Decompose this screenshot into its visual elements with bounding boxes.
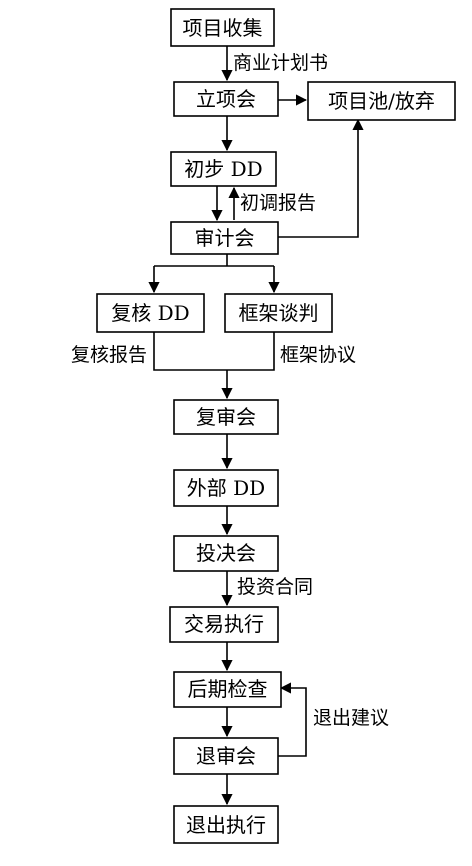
node-pool: 项目池/放弃 bbox=[307, 81, 456, 121]
edge-merge bbox=[153, 332, 275, 371]
node-post-inspection: 后期检查 bbox=[173, 671, 282, 708]
node-exit-review: 退审会 bbox=[173, 737, 279, 775]
edge-label-framework-agreement: 框架协议 bbox=[280, 344, 356, 366]
node-execution: 交易执行 bbox=[169, 606, 279, 643]
node-prelim-dd-label: 初步 DD bbox=[184, 157, 262, 181]
edge-label-prelim-report: 初调报告 bbox=[240, 192, 316, 214]
node-investment-decision: 投决会 bbox=[173, 535, 279, 572]
edge-label-exit-suggestion: 退出建议 bbox=[313, 707, 389, 729]
node-investment-decision-label: 投决会 bbox=[196, 541, 256, 565]
node-external-dd: 外部 DD bbox=[173, 469, 279, 507]
node-review-label: 审计会 bbox=[195, 226, 255, 250]
node-collect: 项目收集 bbox=[170, 8, 275, 47]
node-framework-negotiation: 框架谈判 bbox=[224, 293, 333, 333]
node-review: 审计会 bbox=[170, 221, 279, 255]
node-re-review-label: 复审会 bbox=[196, 405, 256, 429]
node-exit-review-label: 退审会 bbox=[196, 744, 256, 768]
node-recheck-dd: 复核 DD bbox=[96, 293, 205, 333]
edge-label-recheck-report: 复核报告 bbox=[71, 344, 147, 366]
node-re-review: 复审会 bbox=[173, 399, 279, 435]
node-post-inspection-label: 后期检查 bbox=[188, 677, 268, 701]
edge-label-investment-contract: 投资合同 bbox=[237, 576, 313, 598]
node-exit-execution-label: 退出执行 bbox=[186, 813, 266, 837]
edges bbox=[148, 46, 364, 806]
node-external-dd-label: 外部 DD bbox=[187, 476, 265, 500]
node-execution-label: 交易执行 bbox=[184, 612, 264, 636]
node-framework-negotiation-label: 框架谈判 bbox=[239, 301, 319, 325]
node-exit-execution: 退出执行 bbox=[173, 805, 279, 844]
edge-exit-review-to-inspection bbox=[278, 682, 307, 757]
edge-review-to-pool bbox=[278, 118, 364, 238]
node-pool-label: 项目池/放弃 bbox=[328, 89, 435, 113]
node-recheck-dd-label: 复核 DD bbox=[111, 301, 189, 325]
node-initiation: 立项会 bbox=[173, 81, 279, 117]
node-collect-label: 项目收集 bbox=[183, 16, 263, 40]
node-prelim-dd: 初步 DD bbox=[170, 151, 277, 187]
edge-label-business-plan: 商业计划书 bbox=[233, 52, 328, 74]
node-initiation-label: 立项会 bbox=[196, 87, 256, 111]
